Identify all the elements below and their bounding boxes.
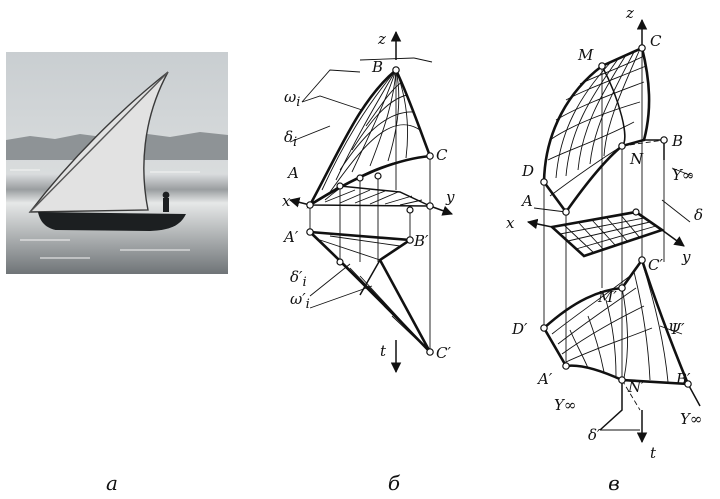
label-A1: A′	[282, 228, 299, 246]
axis-y-c	[661, 229, 685, 247]
label-Yinf-low: Y∞	[554, 396, 576, 414]
label-C: C	[436, 146, 448, 164]
label-psi1: Ψ′	[668, 320, 685, 338]
point-N1	[618, 376, 626, 384]
label-A1-c: A′	[536, 370, 553, 388]
label-x: x	[282, 192, 291, 210]
label-delta: δi	[284, 128, 297, 150]
axis-x-c	[526, 218, 553, 230]
point-B1-c	[684, 380, 692, 388]
label-C1: C′	[436, 344, 451, 362]
point-C1	[426, 348, 434, 356]
photo-sailboat	[6, 52, 228, 274]
point-C	[426, 152, 434, 160]
label-omega1: ω′i	[290, 290, 310, 312]
point-C1-c	[638, 256, 646, 264]
label-N1: N′	[627, 378, 645, 396]
point-C-c	[638, 44, 646, 52]
caption-b: б	[388, 471, 401, 495]
label-C-c: C	[650, 32, 662, 50]
label-D: D	[521, 162, 534, 180]
panel-c-points	[540, 44, 692, 388]
point-N	[618, 142, 626, 150]
point-A	[306, 201, 314, 209]
label-B-c: B	[671, 132, 683, 150]
upper-sail	[306, 67, 432, 209]
photo-yard	[29, 71, 169, 213]
caption-c: в	[608, 471, 620, 495]
point-A1-c	[562, 362, 570, 370]
label-delta1-c: δ′	[588, 426, 601, 444]
plate-delta	[549, 210, 665, 258]
label-y: y	[445, 188, 455, 206]
photo-person	[163, 198, 169, 212]
label-Yinf: Y∞	[672, 166, 694, 184]
lower-surface	[542, 257, 701, 431]
label-z: z	[377, 30, 386, 48]
point-M1	[618, 284, 626, 292]
label-D1: D′	[511, 320, 528, 338]
point-B1	[406, 236, 414, 244]
label-y-c: y	[681, 248, 691, 266]
point-A1	[306, 228, 314, 236]
label-x-c: x	[506, 214, 515, 232]
label-B: B	[371, 58, 383, 76]
point-D	[540, 178, 548, 186]
label-omega: ωi	[284, 88, 300, 110]
axis-y	[429, 205, 453, 216]
label-C1-c: C′	[648, 256, 663, 274]
label-M: M	[577, 46, 594, 64]
caption-a: а	[106, 471, 118, 495]
point-M	[598, 62, 606, 70]
leader-lines-c	[533, 167, 693, 431]
point-B-c	[660, 136, 668, 144]
label-delta-c: δ	[694, 206, 703, 224]
label-z-c: z	[625, 4, 634, 22]
label-A: A	[286, 164, 299, 182]
label-delta1: δ′i	[290, 268, 307, 290]
label-B1: B′	[413, 232, 429, 250]
panel-c: z M C B D N Y∞ A δ x y C′ M′ Ψ′ D′ A′ N′…	[506, 4, 703, 462]
point-B	[392, 66, 400, 74]
label-t-c: t	[650, 444, 657, 462]
panel-b: z B C A x y A′ B′ C′ t ωi δi δ′i ω′i	[282, 30, 455, 374]
point-A-c	[562, 208, 570, 216]
leader-lines	[289, 57, 433, 309]
upper-surface	[542, 46, 665, 215]
label-Yinf-right: Y∞	[680, 410, 702, 428]
label-t: t	[380, 342, 387, 360]
panel-b-points	[306, 66, 434, 356]
label-N: N	[629, 150, 644, 168]
point-D1	[540, 324, 548, 332]
label-B1-c: B′	[675, 370, 691, 388]
label-A-c: A	[520, 192, 533, 210]
lower-sail	[306, 230, 432, 353]
label-M1: M′	[597, 288, 617, 306]
photo-hull	[38, 212, 186, 231]
